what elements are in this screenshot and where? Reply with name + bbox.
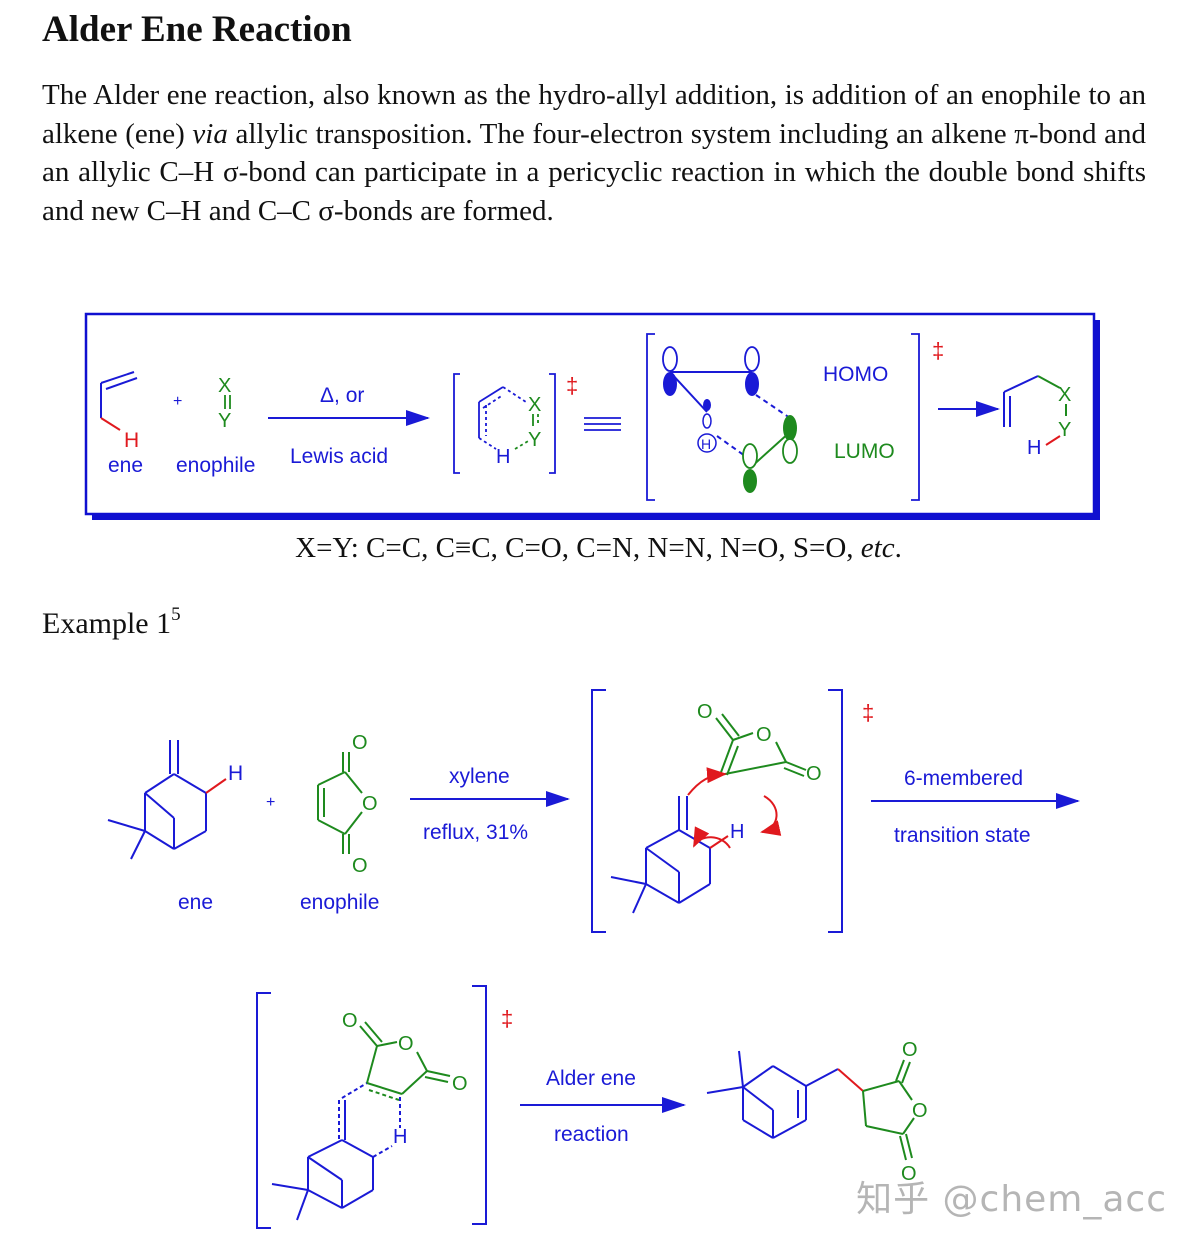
product-o-3: O [901,1163,917,1185]
ene-product [1003,375,1067,446]
final-product [706,1050,915,1161]
condition-xylene: xylene [449,765,510,788]
ts2-o-3: O [452,1073,468,1095]
equivalence-sign [584,417,621,431]
ts-dagger-1: ‡ [566,373,578,398]
ts-x-atom: X [528,394,541,416]
example-transition-state-1 [591,689,843,933]
ts-dagger-2: ‡ [932,338,944,363]
example-scheme-row-2: O O O H ‡ Alder ene reaction [256,985,928,1229]
pinene-h-atom: H [228,762,243,785]
enophile-x: X [218,375,231,397]
product-x: X [1058,384,1071,406]
intro-text-2: allylic transposition. The four-electron… [42,117,1146,227]
ma-carbonyl-o-1: O [352,732,368,754]
product-y: Y [1058,419,1071,441]
example-ene-label: ene [178,891,213,914]
ts-h-atom: H [496,446,510,468]
intro-via: via [192,117,228,150]
condition-lewis-acid: Lewis acid [290,445,388,468]
intro-text-1: The Alder ene reaction, also known as th… [42,79,1146,150]
beta-pinene [107,740,227,860]
general-scheme: H ene + X Y enophile Δ, or Lewis acid X … [84,312,1100,520]
ts1-h-atom: H [730,821,744,843]
example-label: Example 1 [42,607,172,640]
enophile-y: Y [218,410,231,432]
condition-reflux: reflux, 31% [423,821,528,844]
condition-transition-state: transition state [894,824,1031,847]
ts1-o-1: O [697,701,713,723]
transition-state-ring [453,373,556,474]
ts1-dagger: ‡ [862,700,874,725]
orbital-h-atom: H [701,436,711,452]
condition-alder-ene: Alder ene [546,1067,636,1090]
intro-paragraph: The Alder ene reaction, also known as th… [42,76,1146,230]
xy-caption-period: . [894,532,902,564]
example-enophile-label: enophile [300,891,379,914]
condition-6-membered: 6-membered [904,767,1023,790]
ts2-dagger: ‡ [501,1006,513,1031]
example-heading: Example 15 [42,604,181,641]
ts1-o-3: O [806,763,822,785]
ma-ring-o: O [362,793,378,815]
frame-box [84,312,1096,516]
xy-caption-text: X=Y: C=C, C≡C, C=O, C=N, N=N, N=O, S=O, [295,532,861,564]
product-o-2: O [912,1100,928,1122]
ene-molecule [100,371,138,431]
homo-label: HOMO [823,363,888,386]
ts2-o-1: O [342,1010,358,1032]
ts-y-atom: Y [528,429,541,451]
ene-h-atom: H [124,429,139,452]
product-o-1: O [902,1039,918,1061]
xy-caption-etc: etc [860,532,895,564]
example-transition-state-2 [256,985,487,1229]
page-title: Alder Ene Reaction [42,9,352,50]
orbital-diagram: H [646,333,920,501]
ene-label: ene [108,454,143,477]
watermark: 知乎 @chem_acc [856,1179,1167,1220]
enophile-label: enophile [176,454,255,477]
ts2-o-2: O [398,1033,414,1055]
product-h: H [1027,437,1041,459]
example-reference: 5 [171,604,181,625]
condition-reaction: reaction [554,1123,629,1146]
lumo-label: LUMO [834,440,895,463]
ma-carbonyl-o-2: O [352,855,368,877]
example-plus: + [266,794,275,811]
condition-heat: Δ, or [320,384,364,407]
maleic-anhydride [317,752,363,854]
example-scheme-row-1: H ene + O O O enophile xylene reflux, 31… [107,689,1080,933]
ts2-h-atom: H [393,1126,407,1148]
plus-sign: + [173,393,182,410]
ts1-o-2: O [756,724,772,746]
xy-caption: X=Y: C=C, C≡C, C=O, C=N, N=N, N=O, S=O, … [0,532,1197,565]
